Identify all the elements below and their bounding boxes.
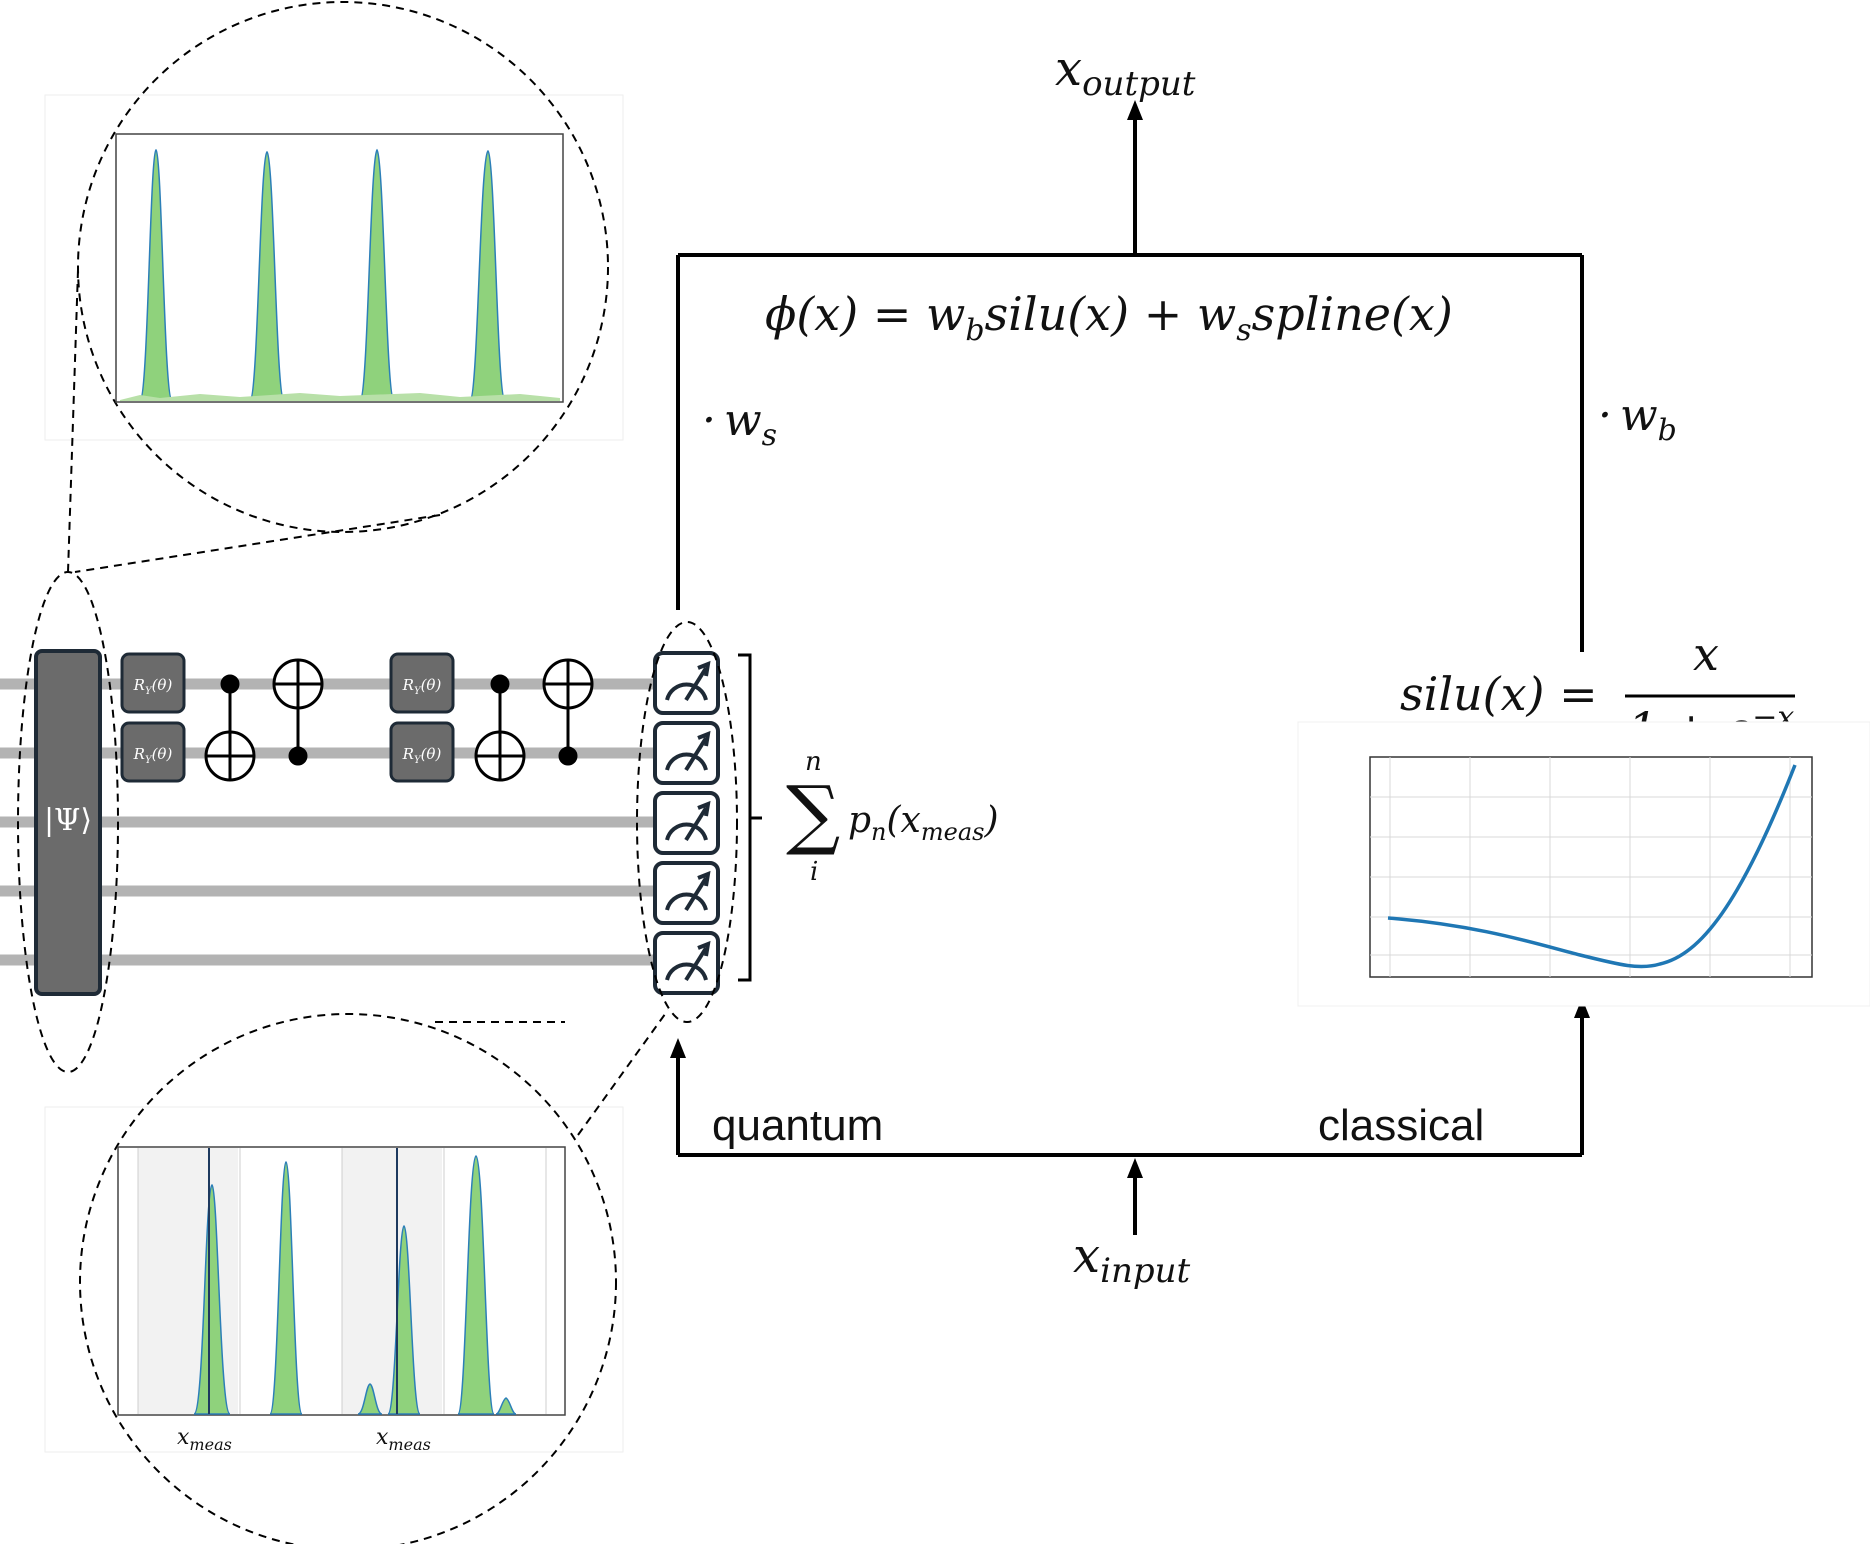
silu-lhs: silu(x) = (1400, 667, 1598, 721)
cnot-3 (474, 674, 526, 782)
silu-plot-background (1297, 721, 1870, 1007)
bottom-inset: xmeas xmeas (44, 1013, 624, 1544)
bottom-peak-2 (269, 1161, 303, 1415)
meter-3 (653, 791, 720, 855)
cnot-2 (272, 658, 324, 766)
silu-numerator: x (1693, 627, 1719, 681)
measurement-gates (653, 651, 720, 995)
classical-label: classical (1318, 1101, 1484, 1150)
ry-gate-2: RY(θ) (120, 721, 186, 783)
state-prep-block (34, 649, 102, 996)
state-label: |Ψ⟩ (44, 803, 92, 838)
meter-4 (653, 861, 720, 925)
cnot-gates (204, 658, 594, 782)
bottom-peak-4 (457, 1155, 495, 1415)
bottom-inset-lens (79, 1013, 617, 1544)
bottom-connector-right (577, 1009, 669, 1136)
cnot-1 (204, 674, 256, 782)
ry-gate-4: RY(θ) (389, 721, 455, 783)
svg-text:RY(θ): RY(θ) (133, 745, 173, 766)
svg-text:RY(θ): RY(θ) (402, 676, 442, 697)
top-peak-4 (469, 149, 506, 401)
silu-plot (1297, 721, 1870, 1007)
rotation-gates: RY(θ) RY(θ) RY(θ) RY(θ) (120, 652, 455, 783)
meas-label-1: xmeas (177, 1425, 232, 1454)
silu-plot-frame (1369, 756, 1813, 978)
phi-formula: ϕ(x) = wbsilu(x) + wsspline(x) (765, 287, 1453, 348)
quantum-label: quantum (712, 1101, 883, 1150)
top-peak-1 (139, 149, 173, 401)
bottom-peak-4-small (495, 1397, 517, 1415)
sum-upper: n (805, 747, 822, 777)
top-peak-3 (359, 148, 395, 401)
silu-plot-grid (1370, 757, 1812, 977)
ry-gate-1: RY(θ) (120, 652, 186, 714)
top-inset (44, 1, 624, 533)
arrowheads (670, 100, 1590, 1178)
bottom-inset-dividers (137, 1148, 547, 1414)
svg-text:RY(θ): RY(θ) (133, 676, 173, 697)
ry-gate-3: RY(θ) (389, 652, 455, 714)
quantum-arrowhead (670, 1038, 686, 1058)
sum-formula: n ∑ i pn(xmeas) (786, 747, 999, 887)
meter-2 (653, 721, 720, 785)
silu-curve (1387, 764, 1797, 969)
sum-term: pn(xmeas) (848, 800, 999, 846)
top-peak-2 (249, 150, 285, 401)
top-inset-peaks (139, 148, 506, 401)
sum-sigma: ∑ (786, 769, 840, 858)
left-weight: ·ws (702, 395, 777, 453)
svg-text:RY(θ): RY(θ) (402, 745, 442, 766)
bottom-peak-3-small (357, 1383, 383, 1415)
input-arrowhead (1127, 1158, 1143, 1178)
input-label: xinput (1073, 1228, 1191, 1291)
bottom-inset-markers (208, 1148, 398, 1414)
meter-1 (653, 651, 720, 715)
top-connector-right (74, 514, 441, 573)
output-label: xoutput (1055, 41, 1196, 104)
top-inset-noise (120, 393, 560, 401)
sum-lower: i (810, 857, 818, 887)
cnot-4 (542, 658, 594, 766)
flow-lines (676, 112, 1584, 1235)
measurement-highlight (636, 621, 738, 1023)
state-prep-highlight (17, 571, 119, 1073)
bottom-peak-1 (193, 1184, 231, 1415)
top-inset-lens (77, 1, 609, 533)
meas-label-2: xmeas (376, 1425, 431, 1454)
right-weight: ·wb (1598, 390, 1677, 448)
measurement-bracket (738, 653, 762, 982)
classical-arrowhead (1574, 998, 1590, 1018)
meter-5 (653, 931, 720, 995)
output-arrowhead (1127, 100, 1143, 120)
